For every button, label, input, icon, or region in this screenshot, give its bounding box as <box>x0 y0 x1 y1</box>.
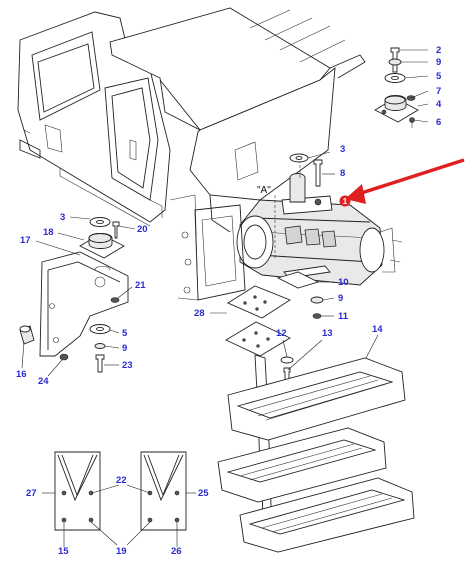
callout-5-left: 5 <box>122 328 128 339</box>
callout-15: 15 <box>58 546 69 557</box>
callout-2: 2 <box>436 45 441 56</box>
callout-9-top: 9 <box>436 57 441 68</box>
callouts: 1 2 9 5 7 4 6 3 8 3 20 18 17 21 5 9 23 1… <box>16 45 442 557</box>
leader-lines <box>21 49 429 547</box>
callout-25: 25 <box>198 488 209 499</box>
callout-8: 8 <box>340 168 345 179</box>
callout-16: 16 <box>16 369 27 380</box>
callout-11: 11 <box>338 311 349 322</box>
callout-19: 19 <box>116 546 127 557</box>
callout-22-left: 22 <box>116 475 127 486</box>
callout-5-top: 5 <box>436 71 442 82</box>
callout-3-center: 3 <box>340 144 345 155</box>
highlight-arrow <box>345 158 465 204</box>
callout-3-left: 3 <box>60 212 65 223</box>
callout-13: 13 <box>322 328 333 339</box>
callout-20: 20 <box>137 224 148 235</box>
callout-23: 23 <box>122 360 133 371</box>
callout-27: 27 <box>26 488 37 499</box>
center-mount-hardware <box>289 153 323 187</box>
mount-plates <box>225 271 324 381</box>
step-assembly <box>217 354 415 553</box>
callout-9-left: 9 <box>122 343 127 354</box>
callout-1: 1 <box>343 197 348 206</box>
callout-7: 7 <box>436 86 441 97</box>
callout-21: 21 <box>135 280 146 291</box>
callout-26: 26 <box>171 546 182 557</box>
callout-9-right: 9 <box>338 293 343 304</box>
callout-10: 10 <box>338 277 349 288</box>
callout-6: 6 <box>436 117 441 128</box>
callout-28: 28 <box>194 308 205 319</box>
callout-4: 4 <box>436 99 442 110</box>
footplate-details <box>54 451 187 531</box>
detail-a-label: "A" <box>257 185 271 196</box>
callout-12: 12 <box>276 328 287 339</box>
callout-24: 24 <box>38 376 49 387</box>
callout-14: 14 <box>372 324 383 335</box>
callout-17: 17 <box>20 235 31 246</box>
hood-drawing <box>109 7 366 233</box>
upper-mount-hardware <box>374 47 419 128</box>
callout-18: 18 <box>43 227 54 238</box>
callout-1-marker <box>339 195 351 207</box>
left-bracket-assembly <box>19 217 129 373</box>
